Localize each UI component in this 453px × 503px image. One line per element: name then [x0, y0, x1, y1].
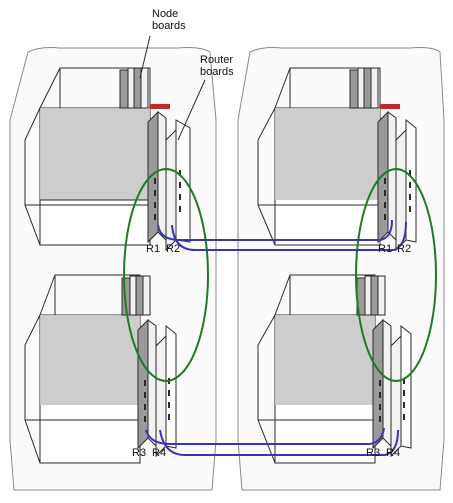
node-boards-leader [139, 35, 151, 79]
node-boards-bottom-left [121, 275, 151, 316]
bottom-right-enclosure [257, 274, 412, 464]
blue-links-top [157, 219, 407, 251]
node-boards-top-right [349, 67, 379, 109]
node-boards-bottom-right [356, 275, 386, 316]
top-right-enclosure [257, 67, 417, 252]
label-r4-left: R4 [152, 447, 167, 459]
blue-links-bottom [145, 427, 399, 456]
node-boards-line1: Node [152, 8, 179, 20]
label-r1-left: R1 [146, 243, 161, 255]
top-left-enclosure [24, 67, 191, 252]
node-boards-top-left [119, 67, 149, 109]
label-r1-right: R1 [378, 243, 393, 255]
router-boards-top-right [377, 110, 417, 252]
node-boards-line2: boards [152, 20, 186, 32]
label-r3-left: R3 [132, 447, 147, 459]
router-boards-line1: Router [200, 54, 234, 66]
router-boards-leader [177, 79, 206, 141]
router-boards-label: Router boards [200, 54, 234, 78]
label-r2-right: R2 [397, 243, 412, 255]
router-boards-bottom-left [137, 318, 177, 458]
router-boards-top-left [147, 110, 191, 252]
label-r2-left: R2 [166, 243, 181, 255]
connector-top-right [380, 104, 400, 109]
router-boards-bottom-right [372, 318, 412, 458]
label-r4-right: R4 [386, 447, 401, 459]
bottom-left-enclosure [24, 274, 177, 464]
node-boards-label: Node boards [152, 8, 186, 32]
connector-top-left [150, 104, 170, 109]
green-link-right [355, 168, 437, 382]
router-boards-line2: boards [200, 66, 234, 78]
green-link-left [123, 168, 209, 382]
label-r3-right: R3 [366, 447, 381, 459]
